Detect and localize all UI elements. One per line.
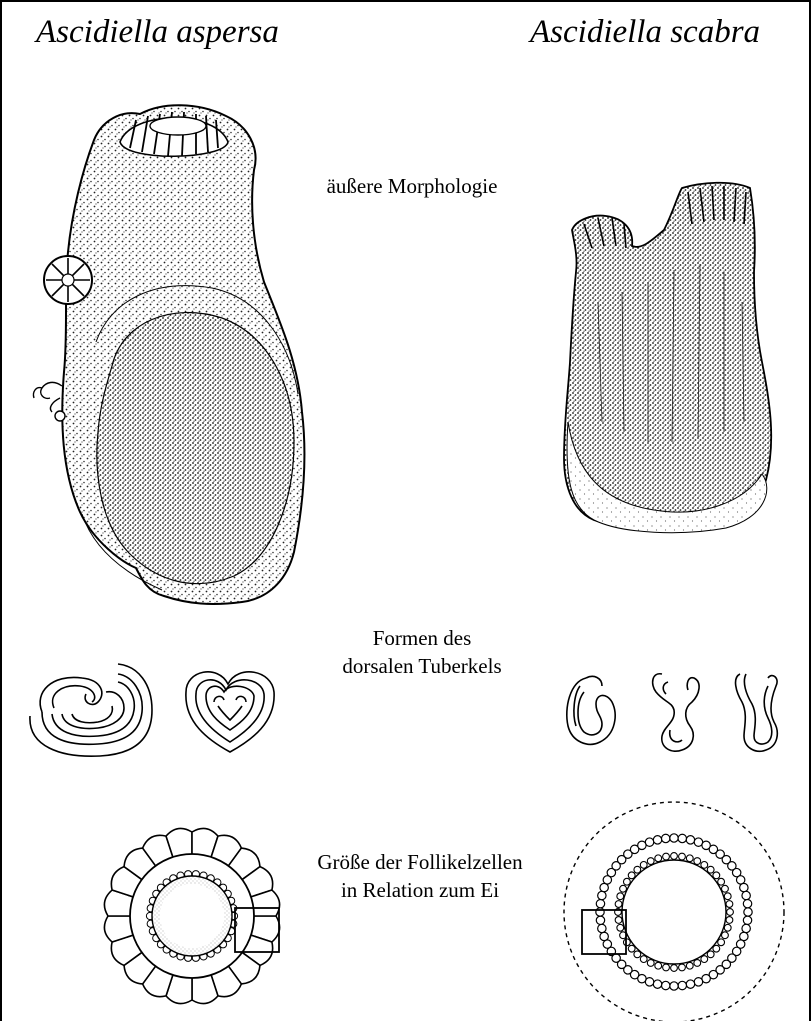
follicle-cell	[726, 917, 733, 924]
follicle-cell	[694, 960, 701, 967]
follicle-cell	[740, 883, 748, 891]
follicle-cell	[726, 901, 733, 908]
follicle-cell	[694, 858, 701, 865]
follicle-cell	[701, 861, 708, 868]
tubercle-aspersa-2	[186, 672, 274, 752]
follicle-cell	[743, 900, 751, 908]
follicle-cell	[742, 924, 750, 932]
follicle-cell	[655, 855, 662, 862]
follicle-cell	[647, 858, 654, 865]
follicle-cell	[663, 964, 670, 971]
follicle-scabra	[564, 802, 784, 1021]
follicle-cell	[686, 836, 694, 844]
follicle-cell	[600, 932, 608, 940]
follicle-cell	[679, 853, 686, 860]
follicle-cell	[701, 956, 708, 963]
follicle-cell	[671, 965, 678, 972]
follicle-cell	[615, 901, 622, 908]
follicle-cell	[617, 893, 624, 900]
tubercle-scabra-3	[736, 674, 778, 751]
aspersa-body-drawing	[33, 105, 304, 604]
follicle-cell	[678, 834, 686, 842]
follicle-cell	[596, 916, 604, 924]
follicle-cell	[679, 964, 686, 971]
follicle-cell	[718, 939, 725, 946]
follicle-cell	[596, 900, 604, 908]
follicle-cell	[623, 878, 630, 885]
follicle-cell	[617, 924, 624, 931]
follicle-cell	[743, 916, 751, 924]
follicle-cell	[653, 980, 661, 988]
tubercle-scabra-2	[653, 674, 699, 751]
follicle-cell	[640, 956, 647, 963]
follicle-cell	[670, 834, 678, 842]
follicle-cell	[598, 891, 606, 899]
follicle-cell	[742, 891, 750, 899]
follicle-cell	[744, 908, 752, 916]
follicle-cell	[686, 962, 693, 969]
follicle-cell	[722, 932, 729, 939]
follicle-cell	[596, 908, 604, 916]
follicle-aspersa	[104, 828, 279, 1003]
follicle-cell	[662, 981, 670, 989]
follicle-cell	[678, 981, 686, 989]
follicle-cell	[686, 980, 694, 988]
follicle-cell	[686, 855, 693, 862]
follicle-cell	[615, 917, 622, 924]
follicle-cell	[598, 924, 606, 932]
follicle-cell	[724, 893, 731, 900]
follicle-cell	[718, 878, 725, 885]
tubercle-scabra-1	[567, 676, 615, 744]
follicle-cell	[724, 924, 731, 931]
follicle-cell	[670, 982, 678, 990]
tubercle-aspersa-1	[30, 664, 152, 756]
follicle-cell	[655, 962, 662, 969]
follicle-cell	[694, 978, 702, 986]
follicle-cell	[653, 836, 661, 844]
follicle-cell	[620, 885, 627, 892]
follicle-cell	[662, 834, 670, 842]
follicle-cell	[647, 960, 654, 967]
follicle-cell	[671, 853, 678, 860]
follicle-cell	[640, 861, 647, 868]
follicle-cell	[727, 909, 734, 916]
follicle-cell	[722, 885, 729, 892]
follicle-cell	[663, 853, 670, 860]
follicle-cell	[645, 838, 653, 846]
scabra-body-drawing	[564, 183, 771, 533]
